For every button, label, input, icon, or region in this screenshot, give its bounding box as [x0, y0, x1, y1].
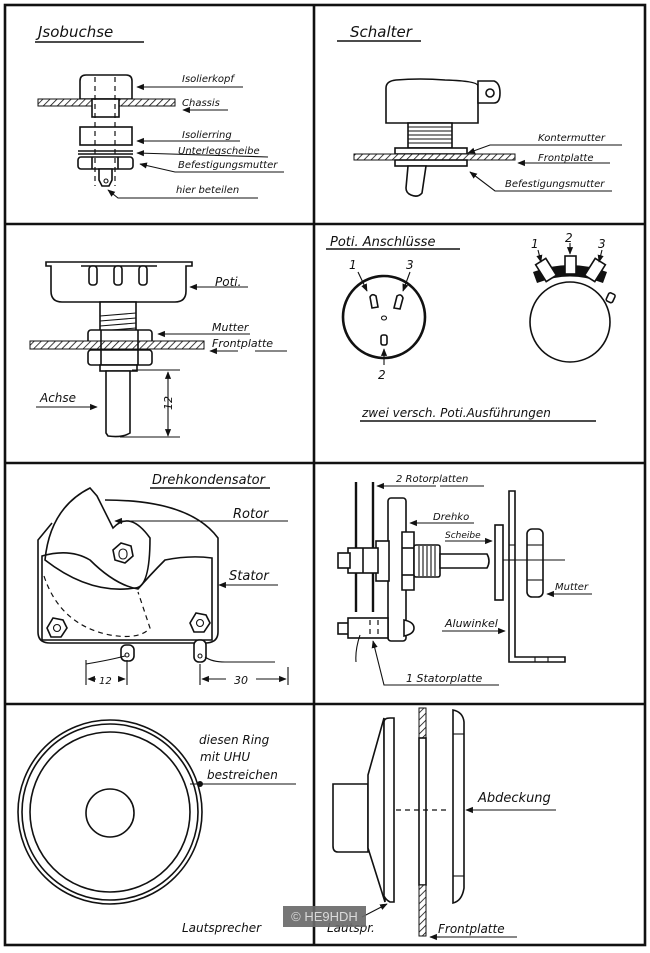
label-drehko: Drehko	[433, 512, 469, 523]
panel-lautsprecher: diesen Ring mit UHU bestreichen Lautspre…	[17, 719, 296, 935]
panel-drehko-assembly: 2 Rotorplatten Drehko Scheibe Mutter Alu…	[337, 474, 592, 686]
label-rotor: Rotor	[233, 507, 270, 522]
caption-variants: zwei versch. Poti.Ausführungen	[361, 406, 551, 420]
panel-lautsprecher-mount: Abdeckung Lautspr. Frontplatte	[327, 707, 556, 941]
label-befestigungsmutter: Befestigungsmutter	[505, 179, 605, 190]
label-unterlegscheibe: Unterlegscheibe	[178, 146, 260, 157]
label-frontplatte: Frontplatte	[438, 922, 505, 936]
label-lautsprecher: Lautsprecher	[182, 921, 262, 935]
panel-poti: Poti. Mutter Frontplatte Achse 12	[29, 261, 287, 438]
panel-schalter: Schalter Kontermutter Frontplatte Befest…	[337, 23, 622, 197]
label-mutter: Mutter	[212, 321, 250, 334]
capacitor-mount-drawing	[337, 482, 566, 663]
pin-label: 3	[406, 258, 414, 272]
panel-title: Jsobuchse	[35, 23, 113, 41]
label-stator: Stator	[229, 569, 270, 584]
pin-label: 1	[349, 258, 357, 272]
variable-capacitor-drawing	[37, 487, 289, 686]
label-isolierkopf: Isolierkopf	[182, 74, 235, 85]
dimension-12: 12	[99, 676, 112, 687]
label-frontplatte: Frontplatte	[538, 153, 594, 164]
poti-variant-a: 1 3 2	[341, 258, 427, 382]
label-frontplatte: Frontplatte	[212, 337, 273, 350]
label-ring-line1: diesen Ring	[199, 733, 270, 747]
speaker-side-drawing	[332, 707, 465, 937]
label-rotorplatten: 2 Rotorplatten	[396, 474, 468, 485]
dimension-12: 12	[162, 396, 175, 410]
jack-drawing	[37, 74, 176, 187]
pin-label: 2	[565, 231, 573, 245]
panel-title: Schalter	[350, 23, 413, 41]
label-befestigungsmutter: Befestigungsmutter	[178, 160, 278, 171]
panel-drehkondensator: Drehkondensator	[37, 473, 289, 687]
label-abdeckung: Abdeckung	[477, 791, 551, 806]
label-statorplatte: 1 Statorplatte	[406, 672, 483, 685]
panel-title: Drehkondensator	[152, 473, 267, 488]
label-poti: Poti.	[215, 275, 241, 289]
label-hier-beteilen: hier beteilen	[176, 185, 239, 196]
toggle-switch-drawing	[353, 78, 516, 197]
panel-isobuchse: Jsobuchse Isolierkopf Chassis Isolierrin…	[35, 23, 284, 199]
label-ring-line2: mit UHU	[200, 750, 250, 764]
poti-variant-b: 1 2 3	[529, 231, 616, 363]
panel-title: Poti. Anschlüsse	[330, 235, 435, 250]
pin-label: 2	[378, 368, 386, 382]
speaker-front-drawing	[17, 719, 203, 905]
label-scheibe: Scheibe	[445, 531, 481, 541]
label-aluwinkel: Aluwinkel	[444, 617, 498, 630]
panel-poti-anschluesse: Poti. Anschlüsse 1 3 2 1 2	[326, 231, 616, 422]
copyright-watermark: © HE9HDH	[283, 906, 366, 927]
label-isolierring: Isolierring	[182, 130, 232, 141]
label-chassis: Chassis	[182, 98, 220, 109]
dimension-30: 30	[234, 674, 248, 687]
grid-frame	[3, 3, 647, 947]
label-achse: Achse	[39, 391, 76, 405]
label-mutter: Mutter	[555, 582, 589, 593]
pin-label: 3	[598, 237, 606, 251]
pin-label: 1	[531, 237, 539, 251]
potentiometer-drawing	[29, 261, 205, 438]
label-ring-line3: bestreichen	[207, 768, 278, 782]
label-kontermutter: Kontermutter	[538, 133, 606, 144]
